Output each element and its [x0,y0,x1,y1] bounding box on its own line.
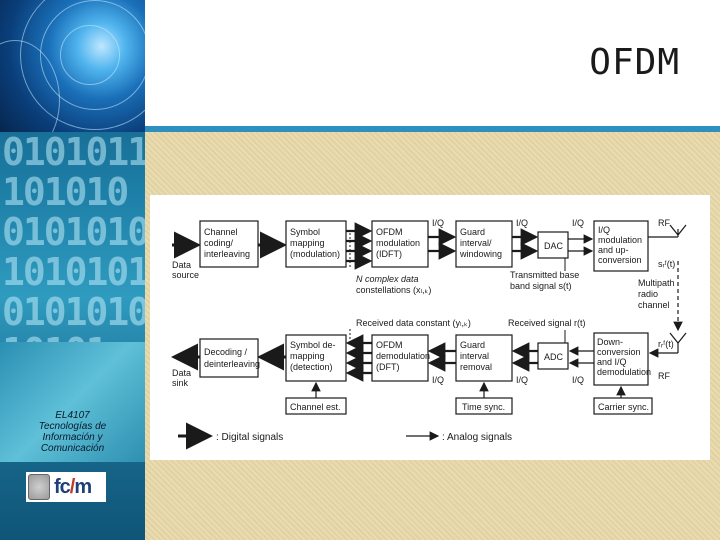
diagram-label: Data [172,368,191,378]
diagram-label: modulation [376,238,420,248]
data-source-label-2: source [172,270,199,280]
university-seal-icon [28,474,50,500]
diagram-label: (IDFT) [376,249,402,259]
course-line-1: Tecnologías de [38,421,107,432]
symbol-mapping-block [285,220,347,268]
diagram-label: sᵣᶠ(t) [658,259,675,269]
diagram-label: Received data constant (yₗ,ₖ) [356,318,471,328]
diagram-label: and I/Q [597,357,627,367]
diagram-label: removal [460,362,492,372]
diagram-label: coding/ [204,238,234,248]
diagram-label: windowing [459,249,502,259]
legend-analog: : Analog signals [442,432,512,443]
diagram-label: Multipath [638,278,675,288]
diagram-label: RF [658,218,670,228]
sync-blocks: Channel est. Time sync. Carrier sync. [285,381,653,415]
guard-removal-block [455,334,513,382]
diagram-label: mapping [290,351,325,361]
tx-antenna-icon [669,224,687,236]
diagram-label: conversion [597,347,641,357]
logo-text: fc/m [54,475,92,498]
diagram-label: Channel [204,227,238,237]
dac-block [537,231,569,259]
down-conversion-block [593,332,649,386]
legend-digital: : Digital signals [216,432,283,443]
globe-image [0,0,145,132]
diagram-label: I/Q [598,225,610,235]
diagram-label: conversion [598,255,642,265]
course-line-3: Comunicación [40,443,105,454]
diagram-label: rᵣᶠ(t) [658,339,674,349]
diagram-label: I/Q [516,375,528,385]
diagram-label: band signal s(t) [510,281,572,291]
diagram-label: Decoding / [204,347,248,357]
tx-chain: Data source Channel coding/ interleaving… [172,218,687,295]
diagram-label: Transmitted base [510,270,579,280]
iq-modulation-block [593,220,649,272]
diagram-label: mapping [290,238,325,248]
diagram-label: Guard [460,340,485,350]
diagram-label: I/Q [432,375,444,385]
title-bar: OFDM [145,0,720,132]
diagram-label: Carrier sync. [598,402,649,412]
guard-interval-block [455,220,513,268]
diagram-label: Received signal r(t) [508,318,586,328]
diagram-label: radio [638,289,658,299]
diagram-label: sink [172,378,189,388]
diagram-label: (detection) [290,362,333,372]
diagram-label: interleaving [204,249,250,259]
diagram-label: Time sync. [462,402,505,412]
diagram-label: Channel est. [290,402,341,412]
diagram-label: and up- [598,245,629,255]
diagram-label: OFDM [376,340,403,350]
ofdm-block-diagram: Data source Channel coding/ interleaving… [150,195,710,460]
diagram-label: (DFT) [376,362,400,372]
circuit-image [0,342,145,462]
diagram-label: OFDM [376,227,403,237]
carrier-sync-block [593,397,653,415]
diagram-label: interval [460,351,489,361]
course-caption: EL4107 Tecnologías de Información y Comu… [0,410,145,454]
diagram-label: Guard [460,227,485,237]
diagram-label: demodulation [376,351,430,361]
course-code: EL4107 [55,410,90,421]
decoding-block [199,338,259,378]
diagram-label: I/Q [516,218,528,228]
diagram-label: Symbol [290,227,320,237]
diagram-label: channel [638,300,670,310]
course-line-2: Información y [42,432,103,443]
legend: : Digital signals : Analog signals [178,422,512,450]
symbol-demapping-block [285,334,347,382]
diagram-label: interval/ [460,238,492,248]
ofdm-modulation-block [371,220,429,268]
diagram-label: I/Q [572,375,584,385]
diagram-label: (modulation) [290,249,340,259]
ofdm-demodulation-block [371,334,429,382]
diagram-label: RF [658,371,670,381]
diagram-label: demodulation [597,367,651,377]
diagram-label: I/Q [432,218,444,228]
diagram-label: Down- [597,337,623,347]
diagram-label: Symbol de- [290,340,336,350]
diagram-label: I/Q [572,218,584,228]
diagram-label: DAC [544,241,564,251]
adc-block [537,342,569,370]
diagram-label: ADC [544,352,564,362]
slide-title: OFDM [589,42,680,83]
diagram-svg: Data source Channel coding/ interleaving… [171,218,687,450]
diagram-label: constellations (xₗ,ₖ) [356,285,431,295]
diagram-label: modulation [598,235,642,245]
diagram-label: deinterleaving [204,359,260,369]
fcfm-logo: fc/m [26,472,106,502]
data-source-label-1: Data [172,260,191,270]
diagram-label: N complex data [356,274,419,284]
rx-chain: rᵣᶠ(t) RF Down- conversion and I/Q demod… [171,329,687,388]
accent-bar [145,126,720,132]
